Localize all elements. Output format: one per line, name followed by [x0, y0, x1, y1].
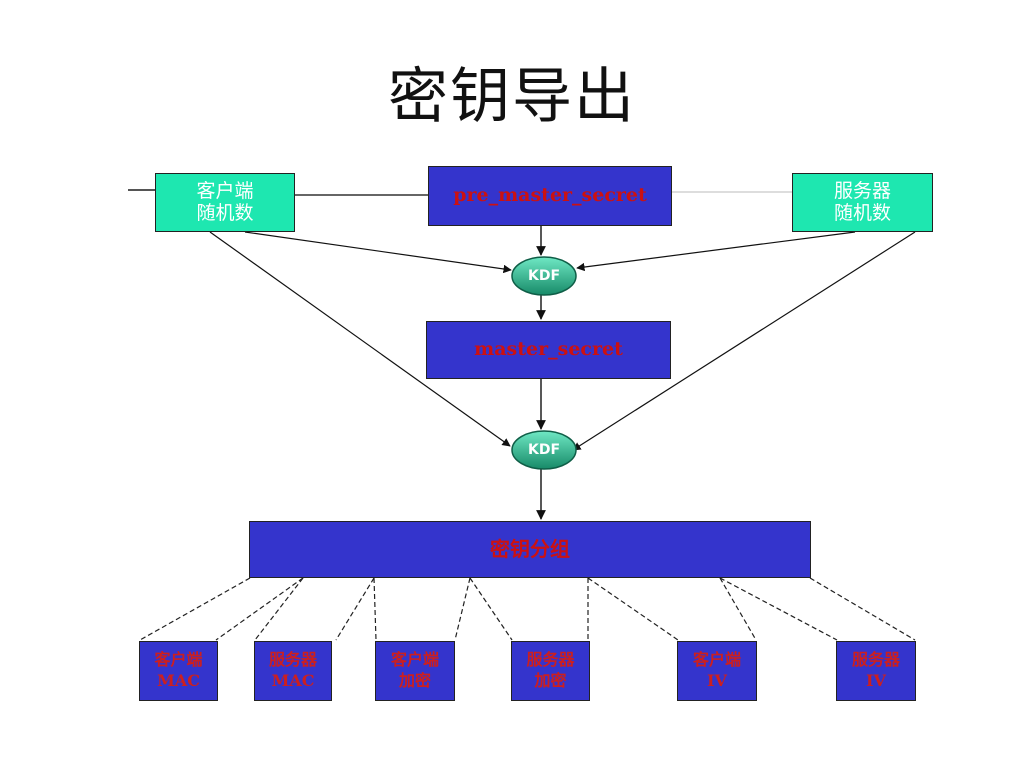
client-random-box: 客户端 随机数	[155, 173, 295, 232]
server-iv-box: 服务器 IV	[836, 641, 916, 701]
server-random-box: 服务器 随机数	[792, 173, 933, 232]
client-to-kdf2-arrow	[209, 231, 511, 447]
kdf-label-2: KDF	[527, 442, 561, 458]
server-encrypt-box: 服务器 加密	[511, 641, 590, 701]
server-to-kdf2-arrow	[572, 231, 916, 451]
kdf-node-1	[511, 256, 577, 296]
key-block-dashed-links	[139, 577, 916, 641]
page-title: 密钥导出	[388, 62, 636, 132]
kdf-label-1: KDF	[527, 268, 561, 284]
client-encrypt-box: 客户端 加密	[375, 641, 455, 701]
client-to-kdf1-arrow	[244, 231, 512, 274]
server-mac-box: 服务器 MAC	[254, 641, 332, 701]
master-secret-box: master_secret	[426, 321, 671, 379]
key-block-box: 密钥分组	[249, 521, 811, 578]
server-to-kdf1-arrow	[576, 231, 856, 272]
kdf-node-2	[511, 430, 577, 470]
client-iv-box: 客户端 IV	[677, 641, 757, 701]
client-mac-box: 客户端 MAC	[139, 641, 218, 701]
pre-master-secret-box: pre_master_secret	[428, 166, 672, 226]
